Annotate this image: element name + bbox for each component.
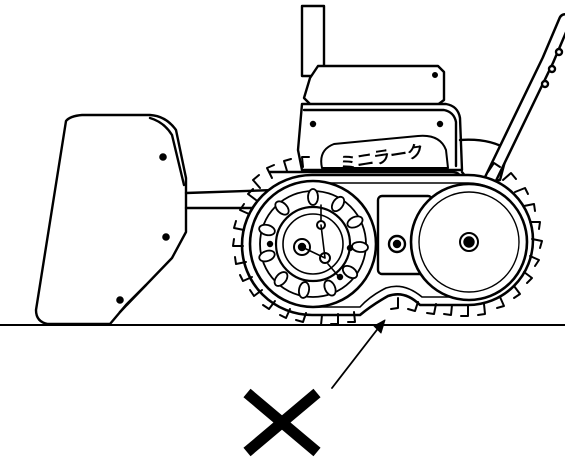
front-blade <box>34 113 188 326</box>
engine-housing <box>296 4 464 172</box>
pointer-arrowhead <box>373 319 386 334</box>
track-lugs <box>232 156 543 326</box>
handlebar <box>483 13 565 187</box>
drive-sprocket <box>248 179 378 309</box>
cross-mark-icon <box>243 388 321 457</box>
side-guard <box>458 138 510 184</box>
pointer-arrow <box>331 321 384 389</box>
idler-wheel <box>376 182 529 302</box>
